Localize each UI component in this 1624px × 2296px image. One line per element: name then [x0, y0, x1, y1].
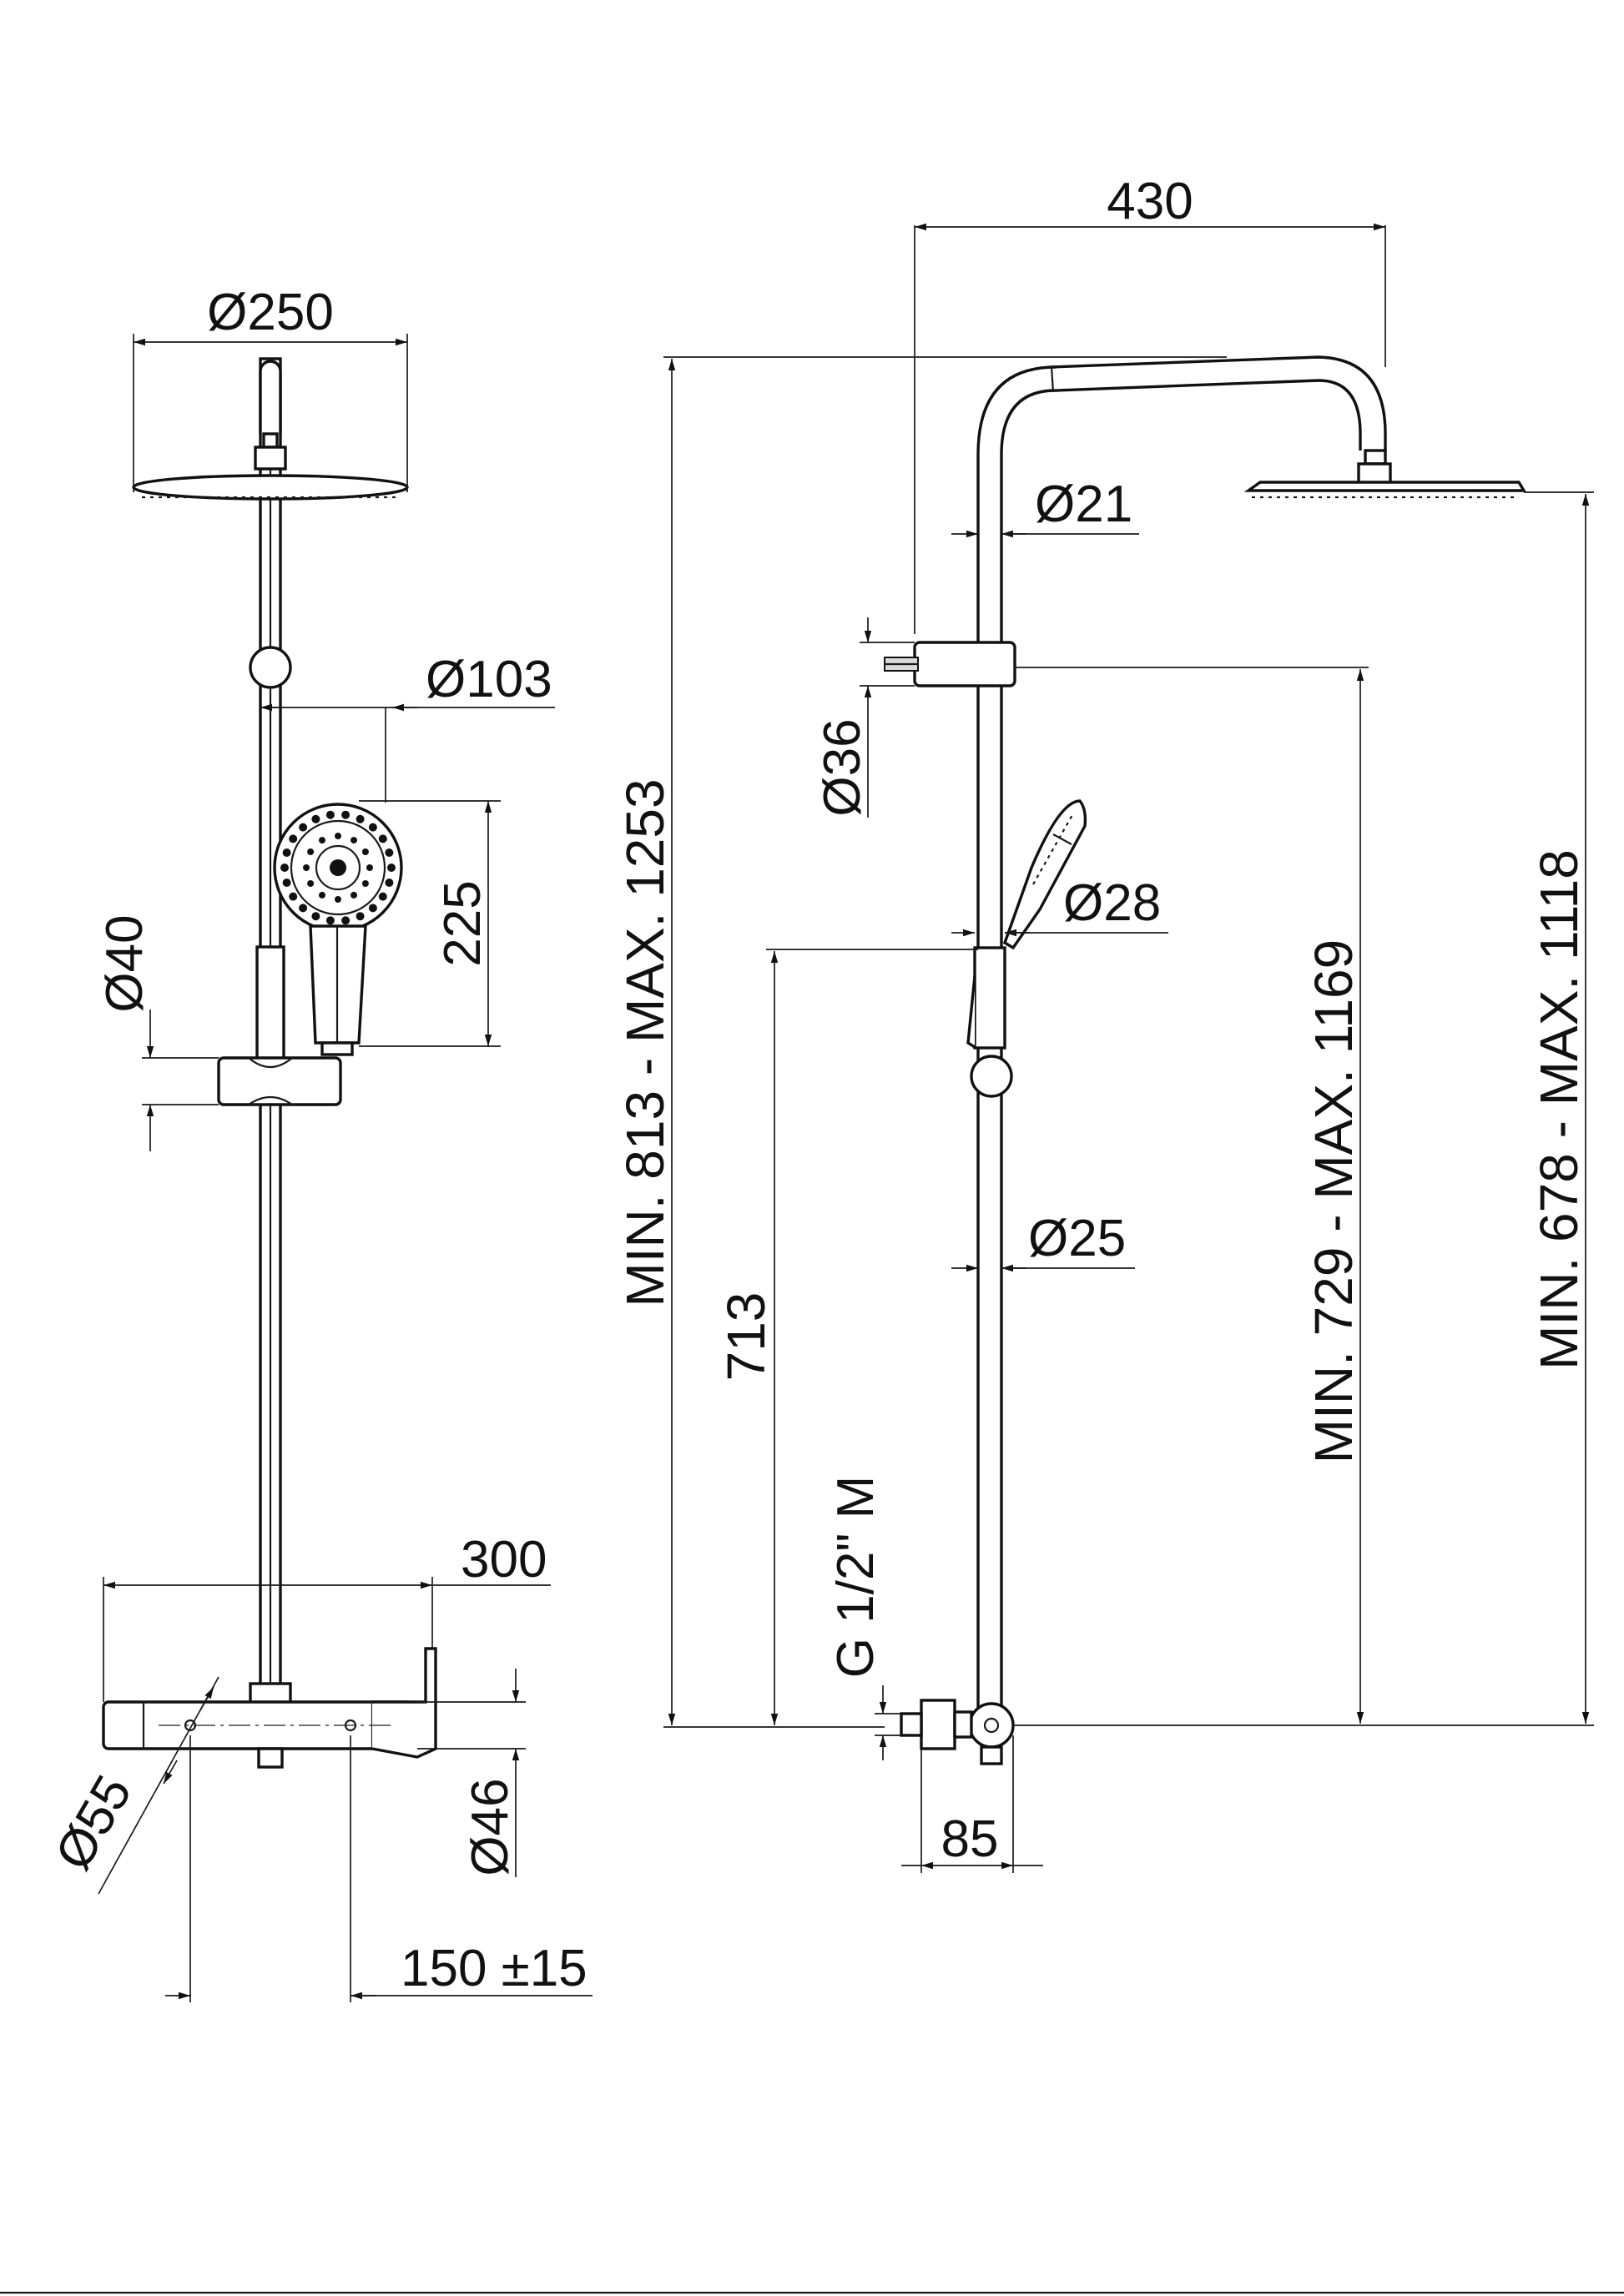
dim-hand-shower-diameter-label: Ø103 — [426, 651, 552, 708]
dim-arm-projection: 430 — [914, 173, 1386, 634]
nozzle-dot — [361, 848, 369, 855]
dim-rail-diameter: Ø25 — [951, 1210, 1135, 1272]
nozzle-dot — [299, 823, 308, 832]
front-hand-shower — [273, 803, 403, 1056]
dim-upper-pipe-diameter: Ø21 — [951, 476, 1139, 538]
front-shower-head — [132, 474, 409, 501]
nozzle-dot — [282, 879, 291, 887]
nozzle-dot — [351, 891, 357, 899]
dim-wall-offset: 85 — [901, 1735, 1043, 1873]
side-lower-holder — [966, 946, 1013, 1098]
nozzle-dot — [351, 837, 357, 844]
dim-holder-diameter-label: Ø40 — [96, 914, 154, 1012]
dim-head-height: MIN. 678 - MAX. 1118 — [1524, 491, 1594, 1724]
front-sleeve — [255, 945, 285, 1061]
dim-inlet-spacing-label: 150 ±15 — [401, 1940, 588, 1997]
dim-slider-height-label: MIN. 729 - MAX. 1169 — [1304, 939, 1364, 1463]
dim-mixer-body-diameter: Ø46 — [417, 1669, 526, 1877]
side-upper-slider — [884, 641, 1016, 687]
dim-knob-diameter-label: Ø55 — [44, 1766, 143, 1880]
dim-rail-diameter-label: Ø25 — [1028, 1210, 1126, 1267]
nozzle-dot — [289, 834, 298, 843]
dim-slider-diameter: Ø36 — [814, 617, 915, 818]
nozzle-dot — [361, 880, 369, 887]
dim-slider-height: MIN. 729 - MAX. 1169 — [1013, 667, 1594, 1726]
front-arm-top — [254, 360, 287, 471]
nozzle-dot — [303, 864, 310, 871]
dim-wall-offset-label: 85 — [941, 1810, 999, 1868]
dim-fixed-height: 713 — [716, 949, 978, 1725]
nozzle-dot — [299, 904, 308, 913]
nozzle-dot — [319, 837, 325, 844]
nozzle-dot — [378, 892, 387, 901]
dim-arm-projection-label: 430 — [1107, 173, 1193, 230]
nozzle-dot — [280, 864, 289, 872]
nozzle-dot — [387, 864, 396, 872]
nozzle-dot — [378, 834, 387, 843]
nozzle-dot — [368, 823, 377, 832]
dim-overall-height-label: MIN. 813 - MAX. 1253 — [615, 778, 675, 1307]
dim-lower-pipe-diameter: Ø28 — [951, 874, 1168, 937]
nozzle-dot — [366, 864, 373, 871]
nozzle-dot — [341, 810, 351, 819]
nozzle-dot — [311, 912, 320, 921]
dim-overall-height: MIN. 813 - MAX. 1253 — [615, 356, 1227, 1728]
dim-mixer-body-diameter-label: Ø46 — [461, 1778, 519, 1876]
dim-fixed-height-label: 713 — [716, 1292, 776, 1382]
dim-connection-thread: G 1/2" M — [827, 1476, 901, 1760]
nozzle-dot — [385, 848, 394, 857]
nozzle-dot — [356, 814, 365, 823]
dim-upper-pipe-diameter-label: Ø21 — [1035, 476, 1132, 533]
front-view: Ø250 Ø103 225 Ø40 — [44, 284, 593, 2002]
dim-inlet-spacing: 150 ±15 — [165, 1735, 593, 2002]
nozzle-dot — [282, 848, 291, 857]
dim-slider-diameter-label: Ø36 — [814, 718, 871, 816]
side-view: 430 Ø21 Ø36 Ø28 Ø25 — [615, 173, 1594, 1873]
dim-head-diameter: Ø250 — [133, 284, 408, 492]
nozzle-dot — [307, 880, 315, 887]
nozzle-dot — [325, 916, 335, 925]
dim-hand-shower-diameter: Ø103 — [260, 651, 555, 803]
dim-mixer-width-label: 300 — [461, 1531, 547, 1589]
dim-hand-shower-length: 225 — [359, 800, 501, 1047]
dim-hand-shower-length-label: 225 — [434, 880, 492, 966]
nozzle-dot — [307, 848, 315, 855]
nozzle-dot — [335, 833, 341, 839]
nozzle-dot — [356, 912, 365, 921]
dim-holder-diameter: Ø40 — [96, 914, 219, 1151]
nozzle-dot — [368, 904, 377, 913]
dim-connection-thread-label: G 1/2" M — [827, 1476, 885, 1679]
nozzle-dot — [319, 891, 325, 899]
side-shower-head — [1243, 462, 1527, 499]
nozzle-dot — [289, 892, 298, 901]
dim-head-height-label: MIN. 678 - MAX. 1118 — [1529, 849, 1589, 1370]
nozzle-dot — [311, 814, 320, 823]
nozzle-dot — [325, 810, 335, 819]
nozzle-dot — [335, 896, 341, 903]
dim-mixer-width: 300 — [103, 1531, 551, 1702]
front-holder-bracket — [217, 1056, 342, 1106]
nozzle-dot — [341, 916, 351, 925]
front-upper-slider — [249, 646, 292, 689]
nozzle-dot — [385, 879, 394, 887]
dim-head-diameter-label: Ø250 — [207, 284, 334, 341]
dim-lower-pipe-diameter-label: Ø28 — [1063, 874, 1161, 932]
side-bottom-connection — [900, 1699, 1015, 1765]
side-riser-and-arm — [976, 355, 1387, 1710]
side-hand-shower — [1002, 799, 1087, 950]
